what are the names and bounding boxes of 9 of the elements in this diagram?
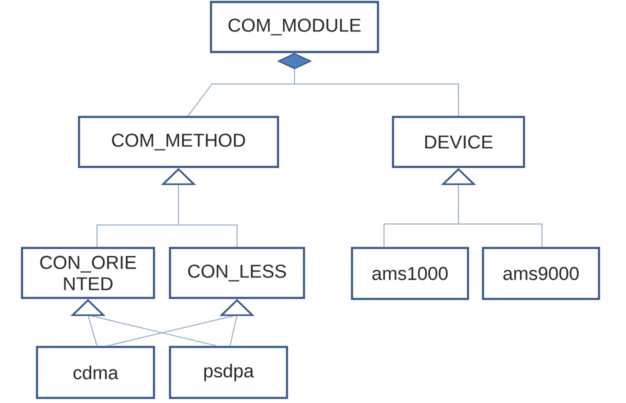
arrow [161,168,238,248]
class-box: cdma [36,346,156,400]
class-box: COM_MODULE [210,0,380,54]
class-box: ams9000 [482,246,600,300]
class-box: ams1000 [350,246,470,300]
class-box: psdpa [168,346,288,400]
diamond-line [277,53,459,116]
arrow [70,299,218,346]
arrow [440,168,542,248]
